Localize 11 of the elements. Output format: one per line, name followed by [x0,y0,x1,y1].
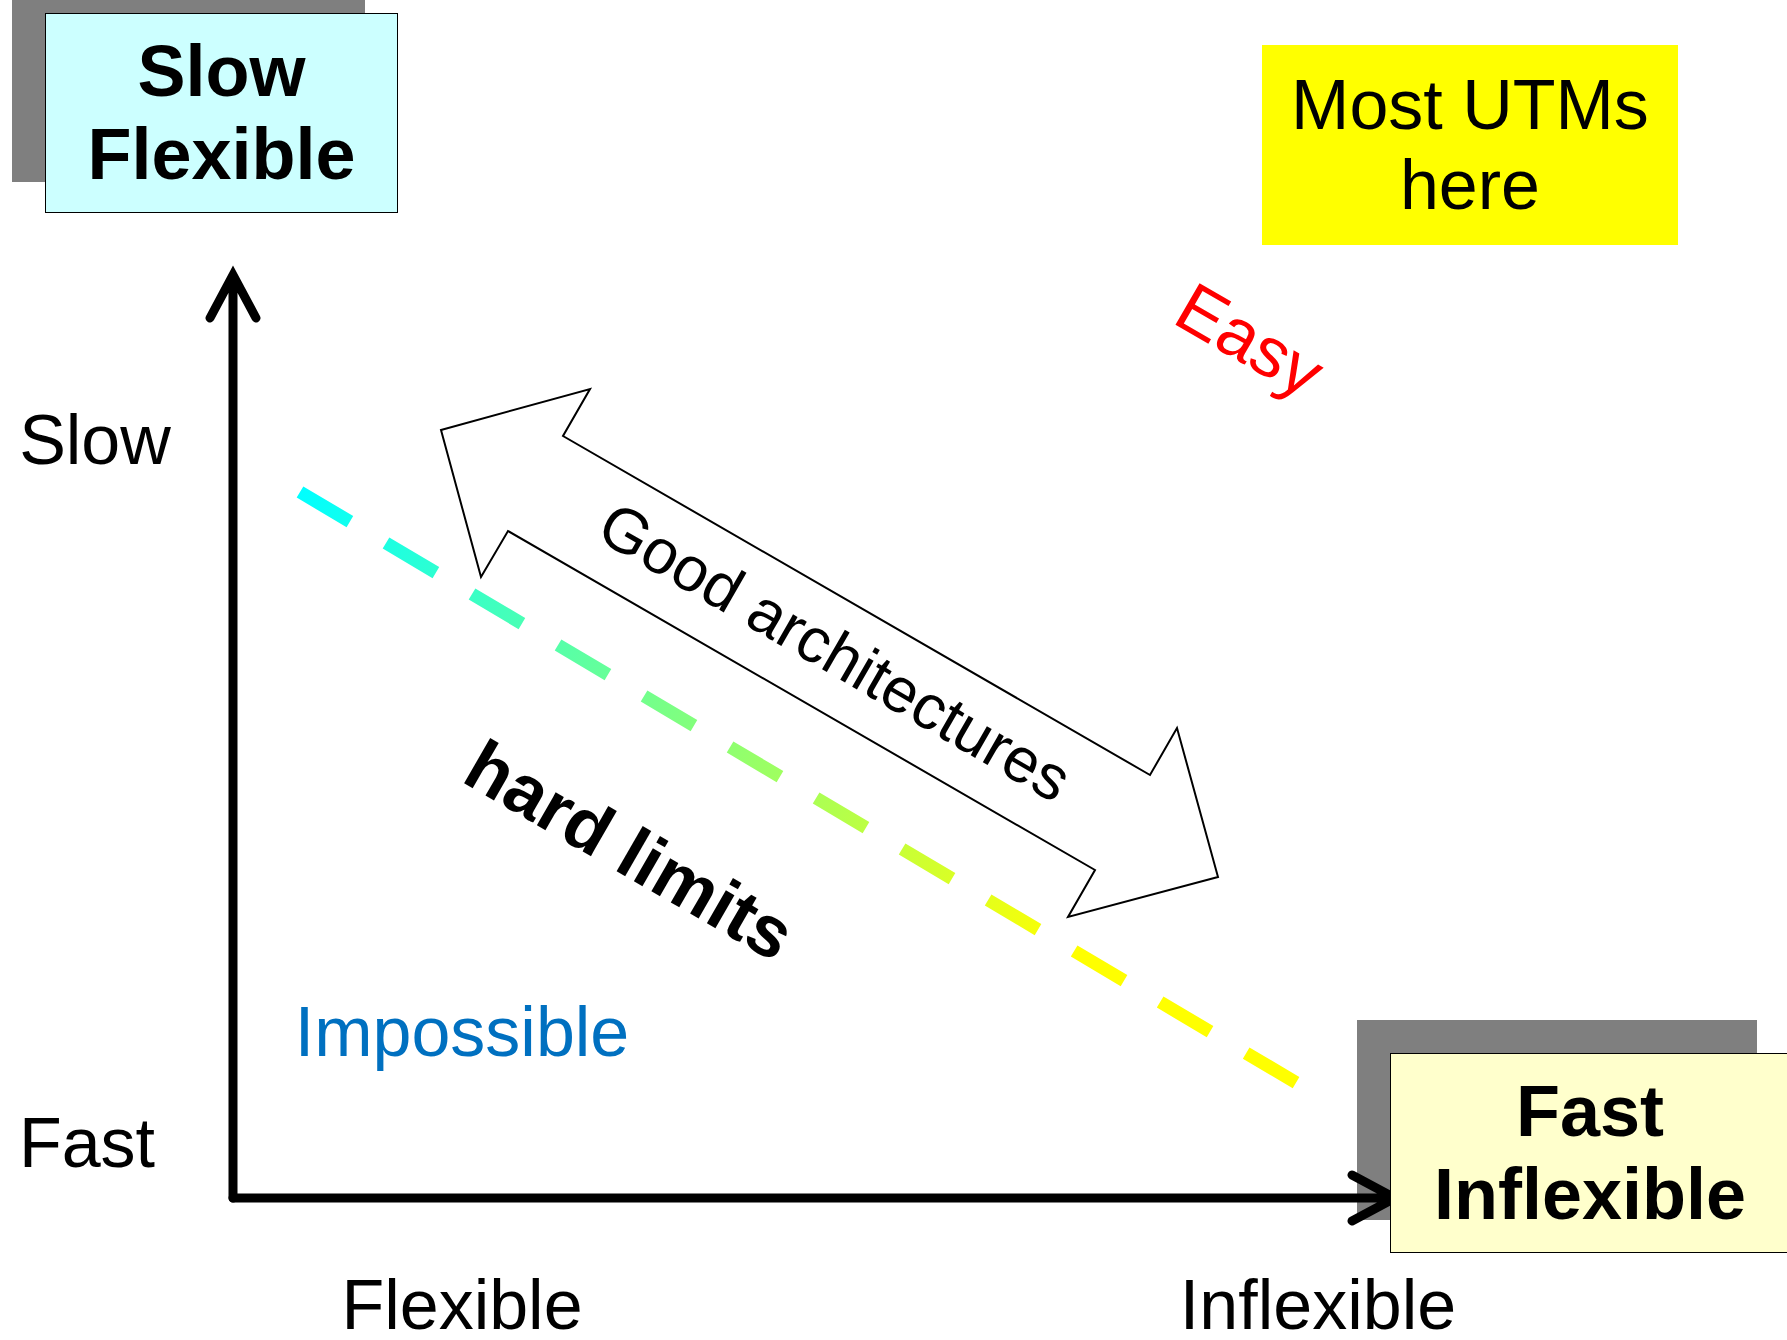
axis-tick-label: Slow [19,405,171,475]
region-label: Easy [1165,270,1335,410]
quadrant-box [1390,1053,1787,1253]
box-text: Fast Inflexible [1432,1070,1748,1236]
box-text: Most UTMs here [1290,64,1650,226]
note-box [1262,45,1678,245]
axis-tick-label: Flexible [341,1270,583,1340]
axis-tick-label: Inflexible [1179,1270,1457,1340]
axis-tick-label: Fast [18,1108,156,1178]
box-text: Slow Flexible [86,30,357,196]
quadrant-box [45,13,398,213]
